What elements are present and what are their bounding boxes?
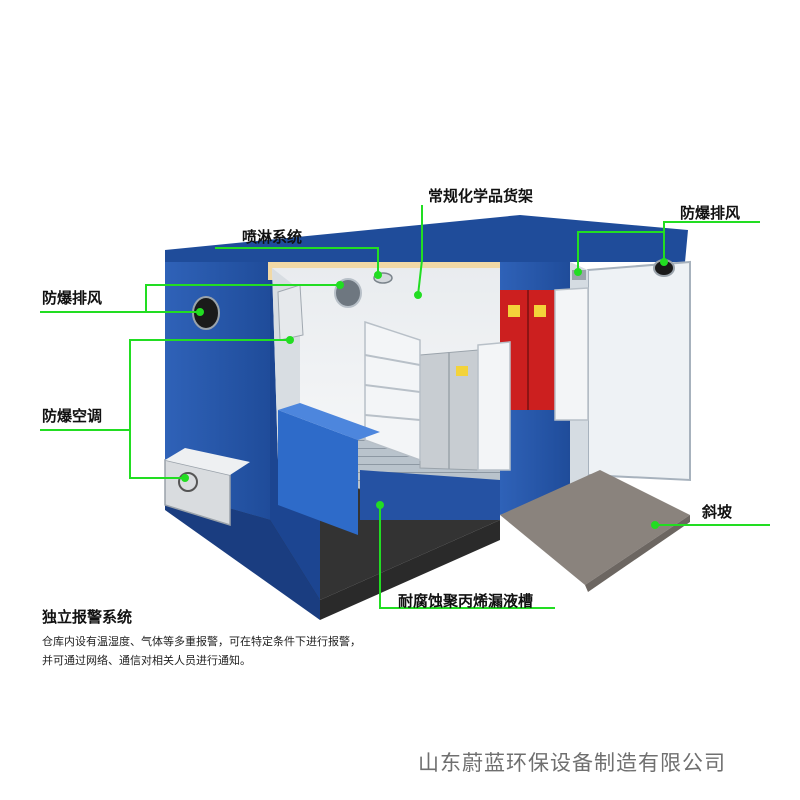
callout-ac-outdoor	[129, 430, 185, 479]
callout-dot	[181, 474, 189, 482]
callout-dot	[374, 271, 382, 279]
ramp	[500, 470, 690, 592]
label-explosion-exhaust-left: 防爆排风	[42, 289, 103, 307]
label-explosion-exhaust-right: 防爆排风	[680, 204, 741, 222]
label-spray-system: 喷淋系统	[242, 228, 303, 246]
callout-chemical-shelf	[417, 205, 423, 296]
blue-cabinet	[278, 403, 380, 535]
label-explosion-ac: 防爆空调	[42, 407, 103, 425]
callout-dot	[376, 501, 384, 509]
callout-dot	[286, 336, 294, 344]
callout-dot	[574, 268, 582, 276]
callout-dot	[660, 258, 668, 266]
label-leak-tank: 耐腐蚀聚丙烯漏液槽	[398, 592, 534, 610]
label-chemical-shelf: 常规化学品货架	[428, 187, 534, 205]
callout-dot	[651, 521, 659, 529]
callout-exhaust-right-2	[577, 231, 664, 272]
callout-leak-tank	[379, 505, 555, 609]
callout-dot	[414, 291, 422, 299]
callout-spray-system	[215, 247, 379, 275]
gray-chemical-cabinet	[419, 349, 479, 471]
alarm-note-line-2: 并可通过网络、通信对相关人员进行通知。	[42, 654, 251, 667]
callout-exhaust-left	[40, 284, 340, 313]
chemical-shelves	[364, 287, 589, 471]
explosion-proof-ac-unit	[277, 284, 304, 341]
callout-exhaust-right	[663, 221, 760, 262]
callout-dot	[196, 308, 204, 316]
outdoor-ac-unit	[164, 448, 250, 527]
company-footer: 山东蔚蓝环保设备制造有限公司	[418, 751, 726, 775]
alarm-note-title: 独立报警系统	[42, 608, 133, 626]
callout-ac	[40, 339, 290, 431]
label-ramp: 斜坡	[702, 503, 733, 521]
alarm-note-line-1: 仓库内设有温湿度、气体等多重报警，可在特定条件下进行报警，	[42, 635, 361, 648]
callout-dot	[336, 281, 344, 289]
callout-lines	[40, 205, 770, 609]
